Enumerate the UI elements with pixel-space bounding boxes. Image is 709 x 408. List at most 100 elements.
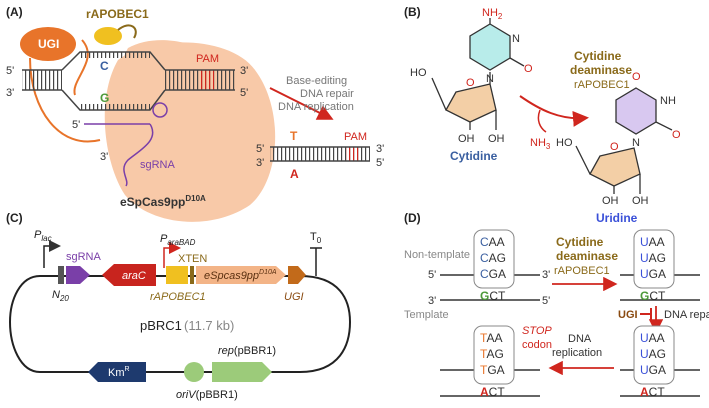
codon-rest: CT [489, 289, 506, 303]
t0-label: T0 [310, 231, 322, 245]
rep-suffix: (pBBR1) [234, 345, 276, 357]
plac-arrow [43, 240, 61, 268]
codon: UAG [640, 347, 666, 361]
stop-label: STOP [522, 325, 552, 337]
oriv-label: oriV(pBBR1) [176, 389, 238, 401]
cytosine-ring [469, 23, 511, 71]
oh2: OH [488, 133, 505, 145]
codon-rest: GA [487, 363, 504, 377]
xten-linker [190, 266, 194, 284]
plac-sub: lac [41, 234, 51, 243]
u-o: O [672, 129, 681, 141]
rapobec1-gene [166, 266, 188, 284]
codon: UAA [640, 235, 665, 249]
bond [575, 145, 591, 175]
codon-box-tr [633, 229, 675, 289]
result-a: A [290, 167, 299, 181]
stop-codon-label: codon [522, 339, 552, 351]
kmr: Km [108, 367, 125, 379]
codon: TAG [480, 347, 504, 361]
enzyme-label-3: rAPOBEC1 [574, 79, 630, 91]
rapobec1-loop [117, 24, 137, 39]
result-3-top: 3' [376, 143, 384, 155]
three-a: 3' [542, 269, 550, 281]
nh3-arrow [537, 109, 547, 133]
codon-first: U [640, 267, 649, 281]
codon-first: G [480, 289, 489, 303]
cas9-sup: D10A [185, 194, 206, 203]
codon-first: U [640, 331, 649, 345]
espcas9-sup: D10A [259, 269, 277, 276]
u-oh2: OH [632, 195, 649, 207]
panel-b-label: (B) [404, 5, 421, 19]
u-oh1: OH [602, 195, 619, 207]
three-b: 3' [428, 295, 436, 307]
n20-sub: 20 [59, 294, 69, 303]
three-top-label: 3' [240, 65, 248, 77]
result-3-bottom: 3' [256, 157, 264, 169]
step-2: DNA repair [300, 88, 354, 100]
cas9-tether [73, 39, 89, 96]
panel-a-label: (A) [6, 5, 23, 19]
kmr-label: KmR [108, 366, 130, 379]
codon-box-tl [473, 229, 515, 289]
pam-red [200, 70, 214, 90]
d-replication-2: replication [552, 347, 602, 359]
rapobec1-oval [94, 27, 122, 45]
codon-box-bl [473, 325, 515, 385]
bond [431, 77, 447, 111]
parabad-arrow [163, 242, 181, 268]
codon-box-br [633, 325, 675, 385]
codon-first: C [480, 235, 489, 249]
cas9-label: eSpCas9ppD10A [120, 194, 206, 209]
enzyme-arrow [519, 95, 589, 127]
codon-rest: AA [486, 331, 502, 345]
nh3-label: NH3 [530, 137, 551, 151]
u-o-ring: O [610, 141, 619, 153]
plac-label: Plac [34, 229, 52, 243]
n20-box [58, 266, 64, 284]
panel-d-label: (D) [404, 211, 421, 225]
espcas9-label: eSpcas9ppD10A [204, 269, 277, 282]
ugi-gene [288, 266, 306, 284]
enzyme-label-2: deaminase [570, 63, 632, 77]
d-enzyme-3: rAPOBEC1 [554, 265, 610, 277]
sgrna-label: sgRNA [140, 159, 176, 171]
codon-rest: GA [489, 267, 506, 281]
codon-first: U [640, 363, 649, 377]
rep-label: rep(pBBR1) [218, 345, 276, 357]
sgrna-loop [152, 102, 168, 118]
parabad-sub: araBAD [167, 238, 195, 247]
oh1: OH [458, 133, 475, 145]
kmr-gene [88, 362, 146, 382]
codon: CAG [480, 251, 506, 265]
panel-c-label: (C) [6, 211, 23, 225]
five-strand-label: 5' [72, 119, 80, 131]
codon-rest: CT [489, 385, 506, 399]
ugi-label: UGI [38, 37, 59, 51]
result-5-bottom: 5' [376, 157, 384, 169]
codon: CGA [480, 267, 506, 281]
u-o-top: O [632, 71, 641, 83]
non-template-label: Non-template [404, 249, 470, 261]
panel-d: (D) Non-template Template 5' 3' 3' 5' CA… [404, 211, 709, 399]
codon-rest: GA [649, 267, 666, 281]
pam-label: PAM [196, 53, 219, 65]
d-ugi: UGI [618, 309, 638, 321]
rapobec1-label: rAPOBEC1 [86, 7, 149, 21]
n20-label: N20 [52, 289, 69, 303]
sgrna-gene-label: sgRNA [66, 251, 102, 263]
codon-first: T [480, 347, 488, 361]
o-ring: O [466, 77, 475, 89]
arac-gene [102, 264, 156, 286]
panel-b: (B) NH2 N N O O HO OH OH Cytidine NH3 Cy… [404, 5, 681, 225]
parabad: P [160, 233, 168, 245]
kmr-sup: R [125, 366, 130, 373]
nh3: NH [530, 137, 546, 149]
d-replication-1: DNA [568, 333, 592, 345]
nh3-sub: 3 [546, 142, 551, 151]
rep: rep [218, 345, 234, 357]
n20: N [52, 289, 60, 301]
n-ring: N [512, 33, 520, 45]
rapobec1-gene-label: rAPOBEC1 [150, 291, 206, 303]
